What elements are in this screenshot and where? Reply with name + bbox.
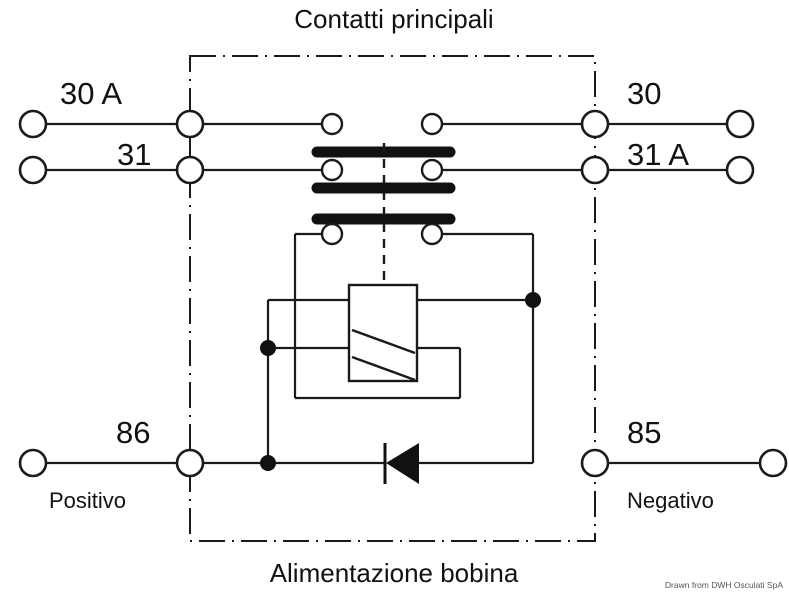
credit-text: Drawn from DWH Osculati SpA bbox=[665, 580, 783, 590]
title-alimentazione-bobina: Alimentazione bobina bbox=[270, 558, 519, 588]
label-terminal-31a: 31 A bbox=[627, 137, 689, 172]
terminal-end-31a bbox=[725, 155, 755, 185]
contact-point-31a bbox=[420, 158, 444, 182]
junction-dot-coil-left bbox=[260, 340, 276, 356]
relay-boundary-box bbox=[189, 55, 596, 542]
relay-coil-body bbox=[347, 283, 419, 383]
junction-dot-coil-right bbox=[525, 292, 541, 308]
label-positivo: Positivo bbox=[49, 488, 126, 513]
terminal-node-86 bbox=[175, 448, 205, 478]
junction-dot-86 bbox=[260, 455, 276, 471]
coil-slash-lower bbox=[351, 355, 416, 382]
title-contatti-principali: Contatti principali bbox=[294, 4, 493, 34]
contact-point-30 bbox=[420, 112, 444, 136]
terminal-end-30a bbox=[18, 109, 48, 139]
terminal-node-30a bbox=[175, 109, 205, 139]
terminal-end-86 bbox=[18, 448, 48, 478]
terminal-node-31 bbox=[175, 155, 205, 185]
label-terminal-31: 31 bbox=[117, 137, 151, 172]
terminal-end-85 bbox=[758, 448, 788, 478]
diode-anode-triangle bbox=[386, 443, 419, 484]
terminal-end-31 bbox=[18, 155, 48, 185]
label-terminal-86: 86 bbox=[116, 415, 150, 450]
terminal-node-31a bbox=[580, 155, 610, 185]
label-terminal-30: 30 bbox=[627, 76, 661, 111]
label-terminal-30a: 30 A bbox=[60, 76, 122, 111]
contact-point-lower-right bbox=[420, 222, 444, 246]
contact-point-30a bbox=[320, 112, 344, 136]
terminal-end-30 bbox=[725, 109, 755, 139]
contact-point-lower-left bbox=[320, 222, 344, 246]
terminal-node-85 bbox=[580, 448, 610, 478]
contact-point-31 bbox=[320, 158, 344, 182]
terminal-node-30 bbox=[580, 109, 610, 139]
label-negativo: Negativo bbox=[627, 488, 714, 513]
label-terminal-85: 85 bbox=[627, 415, 661, 450]
coil-slash-upper bbox=[351, 328, 416, 355]
